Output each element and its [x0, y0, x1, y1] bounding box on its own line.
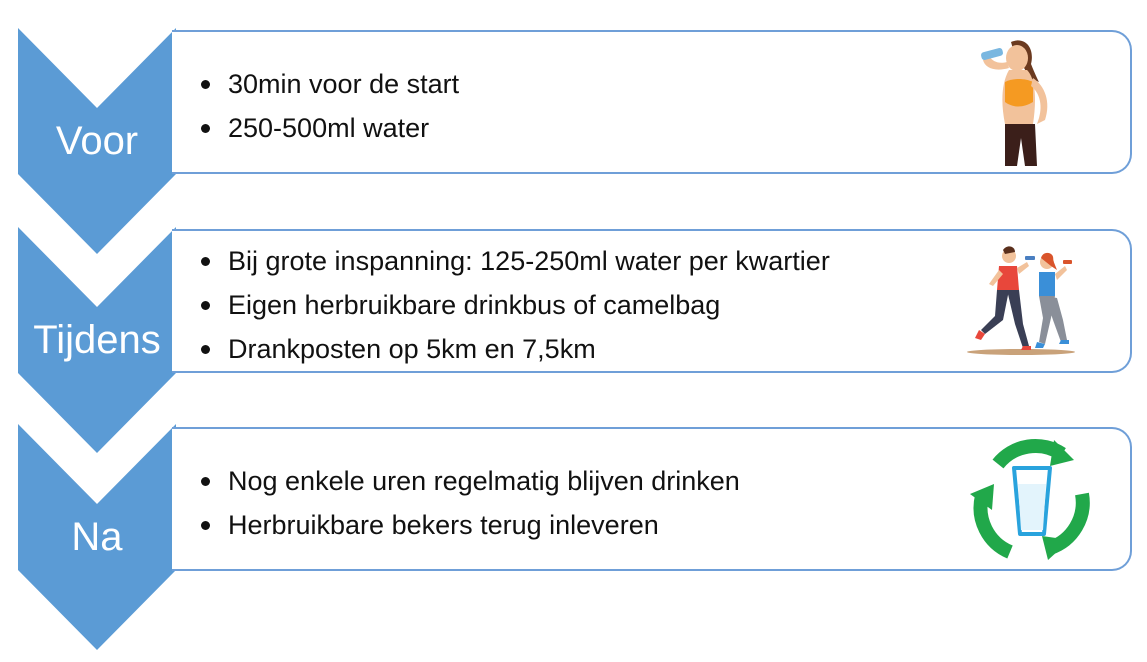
step-card-tijdens: Bij grote inspanning: 125-250ml water pe…	[172, 229, 1132, 373]
bullet-item: Bij grote inspanning: 125-250ml water pe…	[200, 239, 830, 283]
bullet-item: Drankposten op 5km en 7,5km	[200, 327, 830, 371]
recycle-glass-icon	[970, 436, 1094, 569]
bullet-item: Herbruikbare bekers terug inleveren	[200, 503, 740, 547]
woman-drinking-icon	[965, 38, 1065, 171]
bullet-list-voor: 30min voor de start 250-500ml water	[200, 62, 459, 150]
bullet-item: 30min voor de start	[200, 62, 459, 106]
bullet-item: Eigen herbruikbare drinkbus of camelbag	[200, 283, 830, 327]
step-label-tijdens: Tijdens	[33, 318, 161, 362]
runners-drinking-icon	[965, 244, 1077, 361]
bullet-item: Nog enkele uren regelmatig blijven drink…	[200, 459, 740, 503]
chevron-na	[18, 424, 176, 650]
step-label-voor: Voor	[55, 119, 139, 163]
bullet-list-na: Nog enkele uren regelmatig blijven drink…	[200, 459, 740, 547]
bullet-list-tijdens: Bij grote inspanning: 125-250ml water pe…	[200, 239, 830, 371]
chevron-voor	[18, 28, 176, 254]
bullet-item: 250-500ml water	[200, 106, 459, 150]
step-card-voor: 30min voor de start 250-500ml water	[172, 30, 1132, 174]
step-card-na: Nog enkele uren regelmatig blijven drink…	[172, 427, 1132, 571]
chevron-tijdens	[18, 227, 176, 453]
step-label-na: Na	[71, 515, 123, 559]
